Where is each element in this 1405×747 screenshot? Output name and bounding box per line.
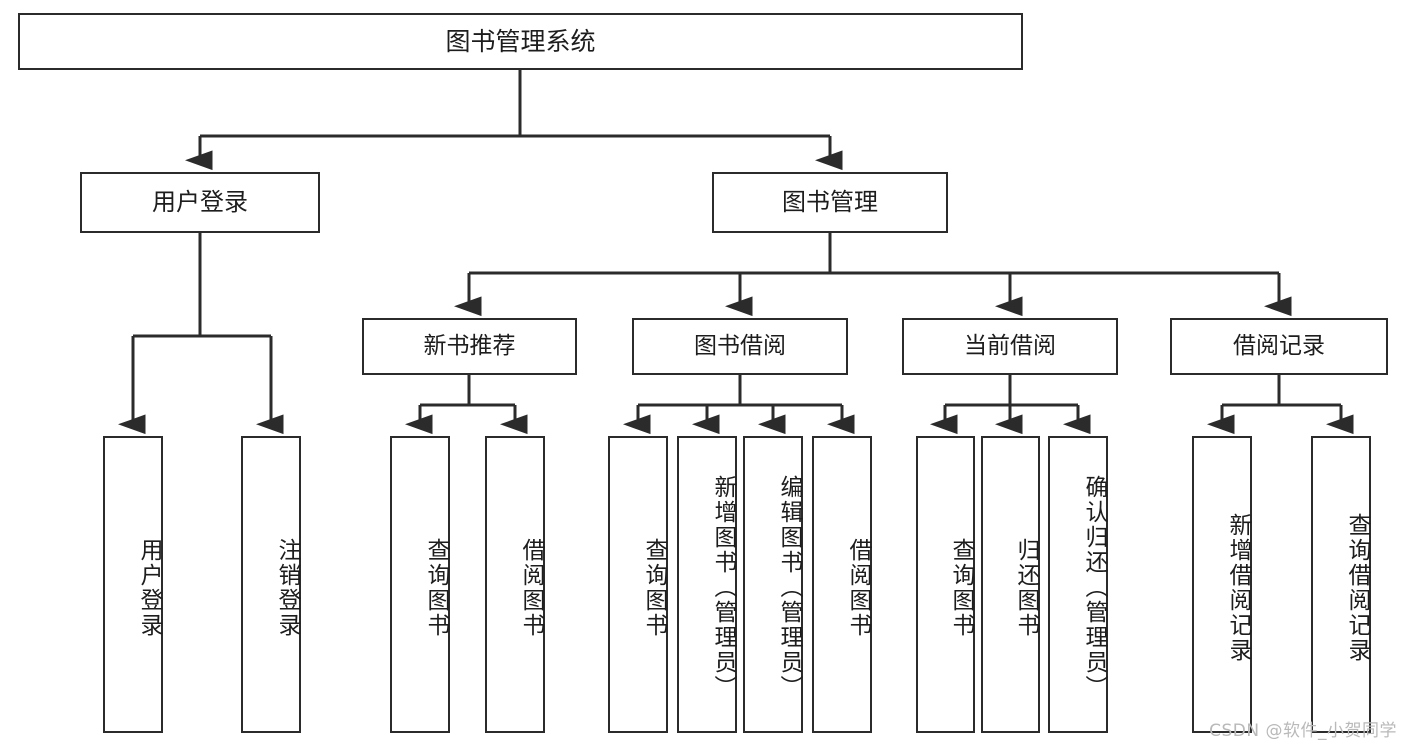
node-root-system[interactable]: 图书管理系统 xyxy=(18,13,1023,70)
node-label: 借阅图书 xyxy=(845,537,871,638)
node-label: 归还图书 xyxy=(1013,537,1039,638)
node-label: 新增借阅记录 xyxy=(1225,512,1251,663)
node-new-book-recommend[interactable]: 新书推荐 xyxy=(362,318,577,375)
node-user-login[interactable]: 用户登录 xyxy=(80,172,320,233)
node-book-borrow[interactable]: 图书借阅 xyxy=(632,318,848,375)
leaf-query-book-current[interactable]: 查询图书 xyxy=(916,436,975,733)
leaf-query-book-new[interactable]: 查询图书 xyxy=(390,436,450,733)
node-label: 用户登录 xyxy=(136,537,162,638)
leaf-borrow-book-new[interactable]: 借阅图书 xyxy=(485,436,545,733)
leaf-edit-book-admin[interactable]: 编辑图书（管理员） xyxy=(743,436,803,733)
node-label: 图书借阅 xyxy=(694,333,786,360)
node-label: 编辑图书（管理员） xyxy=(776,475,802,700)
node-current-borrow[interactable]: 当前借阅 xyxy=(902,318,1118,375)
node-label: 查询图书 xyxy=(641,537,667,638)
node-book-management[interactable]: 图书管理 xyxy=(712,172,948,233)
node-label: 查询借阅记录 xyxy=(1344,512,1370,663)
leaf-confirm-return-admin[interactable]: 确认归还（管理员） xyxy=(1048,436,1108,733)
node-label: 借阅记录 xyxy=(1233,333,1325,360)
node-label: 新增图书（管理员） xyxy=(710,475,736,700)
leaf-borrow-book[interactable]: 借阅图书 xyxy=(812,436,872,733)
node-label: 当前借阅 xyxy=(964,333,1056,360)
node-label: 借阅图书 xyxy=(518,537,544,638)
node-label: 新书推荐 xyxy=(423,333,516,360)
leaf-return-book[interactable]: 归还图书 xyxy=(981,436,1040,733)
leaf-add-book-admin[interactable]: 新增图书（管理员） xyxy=(677,436,737,733)
leaf-logout[interactable]: 注销登录 xyxy=(241,436,301,733)
csdn-watermark: CSDN @软件_小贺同学 xyxy=(1209,721,1397,741)
node-label: 图书管理 xyxy=(782,187,878,216)
leaf-query-borrow-record[interactable]: 查询借阅记录 xyxy=(1311,436,1371,733)
node-borrow-record[interactable]: 借阅记录 xyxy=(1170,318,1388,375)
node-label: 查询图书 xyxy=(423,537,449,638)
node-label: 注销登录 xyxy=(274,537,300,638)
leaf-add-borrow-record[interactable]: 新增借阅记录 xyxy=(1192,436,1252,733)
node-label: 确认归还（管理员） xyxy=(1081,475,1107,700)
node-label: 图书管理系统 xyxy=(445,27,596,56)
leaf-query-book[interactable]: 查询图书 xyxy=(608,436,668,733)
leaf-user-login[interactable]: 用户登录 xyxy=(103,436,163,733)
node-label: 用户登录 xyxy=(152,187,248,216)
node-label: 查询图书 xyxy=(948,537,974,638)
